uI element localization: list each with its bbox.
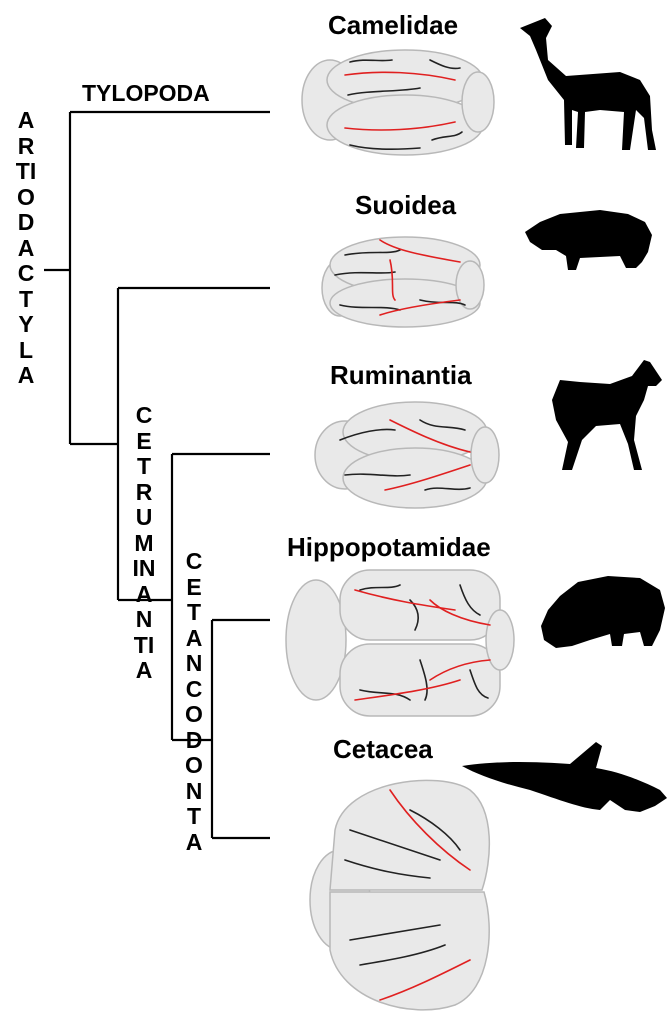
camel-silhouette <box>520 18 656 150</box>
dolphin-silhouette <box>462 742 667 812</box>
deer-silhouette <box>552 360 662 470</box>
pig-silhouette <box>525 210 652 270</box>
hippo-silhouette <box>541 576 665 648</box>
